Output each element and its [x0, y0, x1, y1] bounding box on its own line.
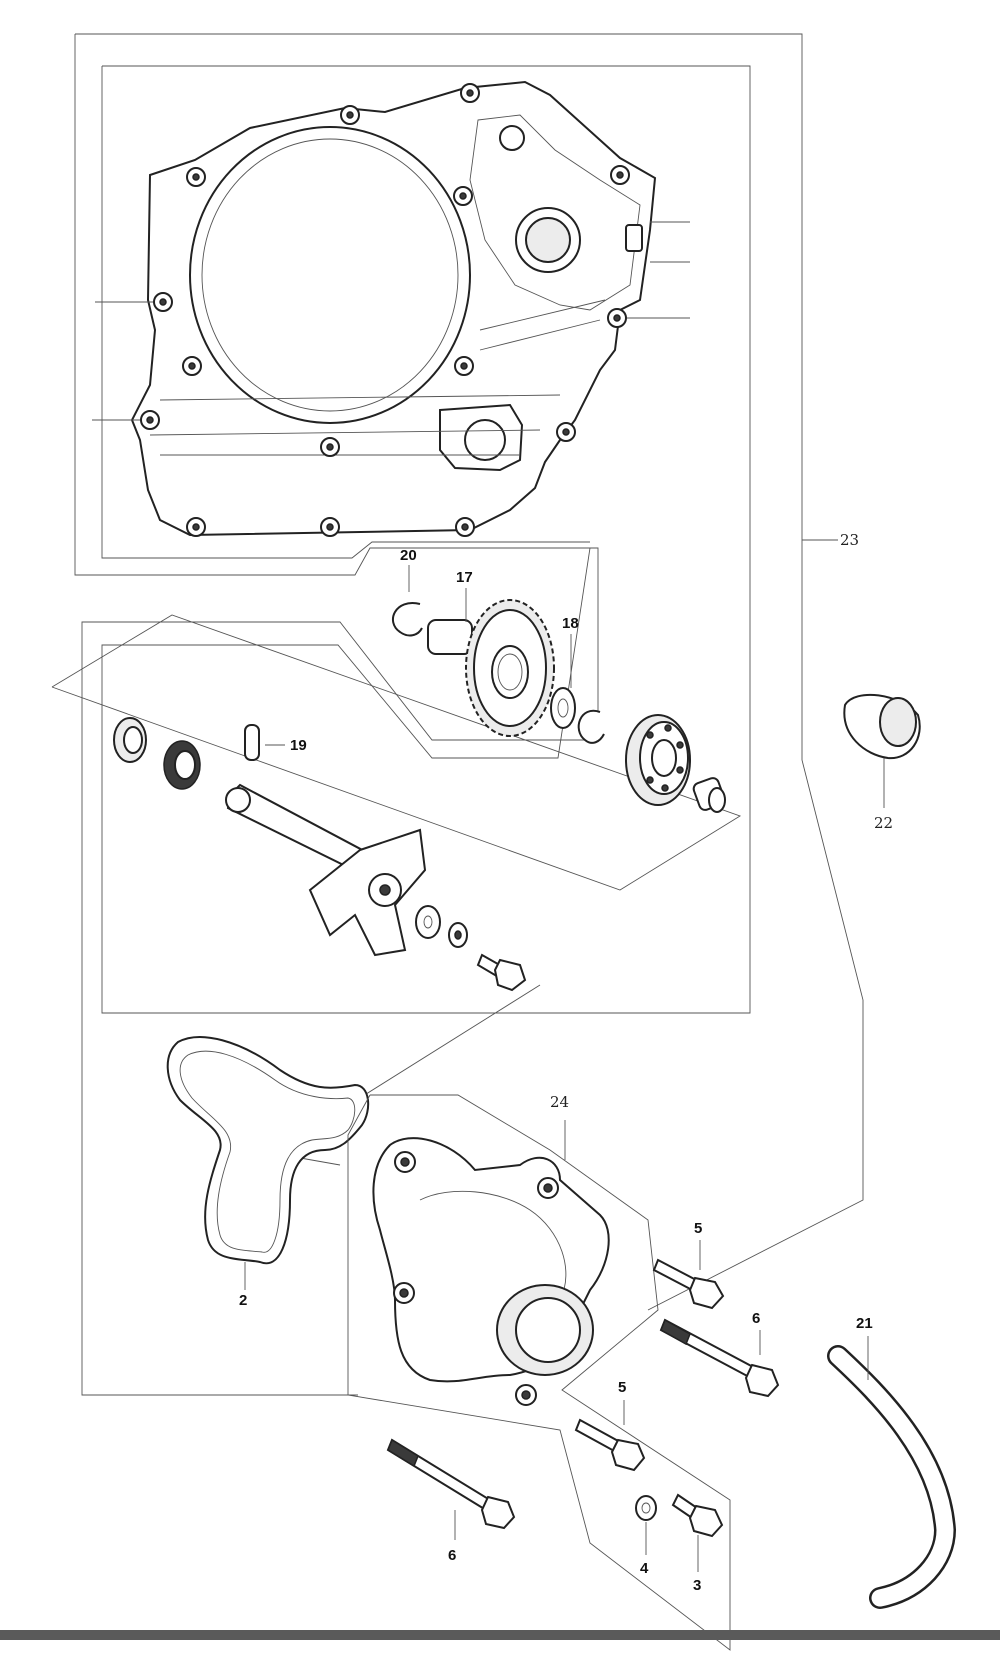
callout-labels: 20 17 18 19 23 22 24 2 5 6 21 5 6 4 3: [239, 531, 893, 1594]
callout-17: 17: [456, 569, 473, 586]
callout-6-lower: 6: [448, 1547, 456, 1564]
engine-side-cover: [92, 80, 690, 537]
inner-frame: [101, 65, 751, 1014]
part-17-gear: [427, 599, 555, 737]
callout-20: 20: [400, 547, 417, 564]
part-5-bolt-upper: [652, 1240, 725, 1310]
impeller-bolt: [476, 953, 527, 992]
bushing: [692, 777, 726, 813]
part-6-bolt-upper: [659, 1318, 780, 1398]
water-pump-cover: [372, 1137, 610, 1406]
part-4-washer: [635, 1495, 657, 1555]
part-21-hose: [827, 1336, 957, 1609]
part-19-pin: [244, 724, 285, 761]
callout-3: 3: [693, 1577, 701, 1594]
impeller-washers: [415, 905, 468, 948]
part-18-washer: [550, 687, 576, 729]
callout-2: 2: [239, 1292, 247, 1309]
part-5-bolt-lower: [574, 1400, 646, 1472]
callout-19: 19: [290, 737, 307, 754]
callout-24: 24: [550, 1093, 569, 1111]
part-22-grommet: [843, 693, 921, 808]
part-2-gasket: [166, 1036, 370, 1290]
callout-21: 21: [856, 1315, 873, 1332]
oil-seal: [113, 717, 147, 763]
callout-5-upper: 5: [694, 1220, 702, 1237]
part-24-outline: [347, 1094, 731, 1651]
part-20-circlip: [391, 602, 423, 637]
callout-5-lower: 5: [618, 1379, 626, 1396]
bearing-circlip: [577, 709, 605, 744]
part-3-bolt: [671, 1493, 724, 1572]
bearing: [625, 714, 691, 806]
cover-bolt-bosses: [140, 83, 630, 537]
mechanical-seal: [163, 740, 201, 790]
callout-6-upper: 6: [752, 1310, 760, 1327]
callout-22: 22: [874, 814, 893, 832]
bottom-divider: [0, 1630, 1000, 1640]
impeller-shaft: [225, 783, 427, 957]
part-6-bolt-lower: [386, 1438, 516, 1540]
callout-23: 23: [840, 531, 859, 549]
callout-4: 4: [640, 1560, 649, 1577]
callout-18: 18: [562, 615, 579, 632]
